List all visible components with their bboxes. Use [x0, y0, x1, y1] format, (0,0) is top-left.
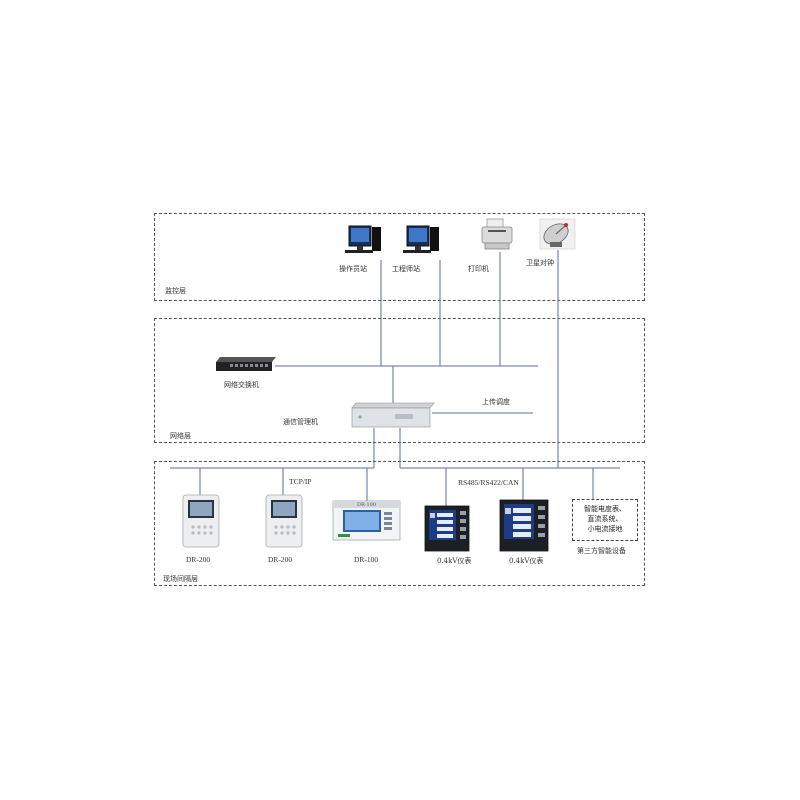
- dr200-b-label: DR-200: [268, 555, 293, 564]
- engineer-station-icon: [403, 225, 439, 253]
- printer-label: 打印机: [468, 265, 489, 273]
- engineer-station-label: 工程师站: [392, 265, 420, 273]
- meter-a-label: 0.4kV仪表: [437, 557, 472, 565]
- network-switch-icon: [216, 357, 276, 371]
- upstream-label: 上传调度: [482, 398, 510, 406]
- dr200-a-label: DR-200: [186, 555, 211, 564]
- dr100-screen-title: DR-100: [357, 502, 377, 508]
- network-layer-label: 网络层: [170, 432, 191, 440]
- comm-manager-label: 通信管理机: [283, 418, 318, 426]
- third-party-line-3: 小电流接地: [587, 525, 623, 533]
- dr100-label: DR-100: [354, 555, 379, 564]
- third-party-caption: 第三方智能设备: [577, 547, 626, 555]
- third-party-box: 智能电度表、 直流系统、 小电流接地: [572, 499, 638, 541]
- third-party-line-2: 直流系统、: [587, 515, 623, 523]
- meter-b-icon: [499, 499, 549, 552]
- monitor-layer-frame: [154, 213, 645, 301]
- meter-b-label: 0.4kV仪表: [509, 557, 544, 565]
- comm-manager-icon: [351, 402, 435, 428]
- tcpip-label: TCP/IP: [289, 477, 312, 486]
- network-switch-label: 网络交换机: [224, 381, 259, 389]
- meter-a-icon: [424, 505, 470, 552]
- gps-label: 卫星对钟: [526, 259, 554, 267]
- satellite-dish-icon: [539, 218, 576, 250]
- operator-station-label: 操作员站: [339, 265, 367, 273]
- dr200-b-icon: [265, 494, 303, 548]
- dr100-icon: [332, 500, 401, 541]
- printer-icon: [481, 218, 513, 250]
- third-party-line-1: 智能电度表、: [584, 505, 626, 513]
- field-layer-label: 现场间隔层: [163, 575, 198, 583]
- operator-station-icon: [345, 225, 381, 253]
- dr200-a-icon: [182, 494, 220, 548]
- monitor-layer-label: 监控层: [165, 287, 186, 295]
- bus-label: RS485/RS422/CAN: [458, 478, 519, 487]
